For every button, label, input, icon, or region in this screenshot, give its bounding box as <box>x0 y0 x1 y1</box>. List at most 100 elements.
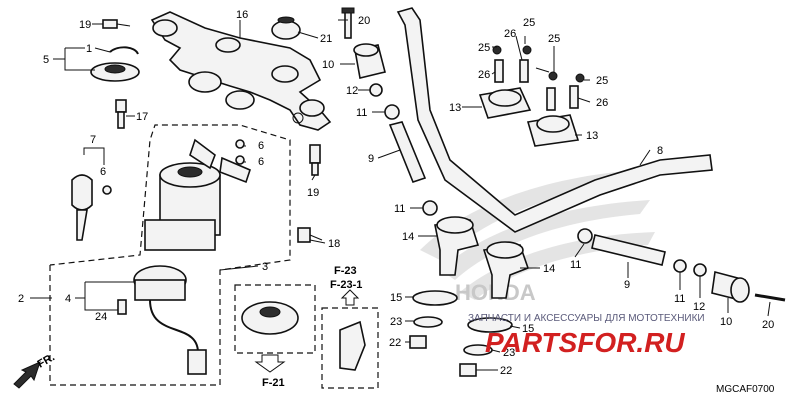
callout-18: 18 <box>328 238 340 250</box>
ring-11-right <box>577 228 593 244</box>
watermark-caption: ЗАПЧАСТИ И АКСЕССУАРЫ ДЛЯ МОТОТЕХНИКИ <box>468 313 705 324</box>
callout-15-right: 15 <box>522 323 534 335</box>
bolt-19-lower <box>309 144 321 176</box>
screw-20-top <box>341 7 355 39</box>
ref-f23-1: F-23-1 <box>330 279 362 291</box>
upper-clamp-13b <box>526 114 580 147</box>
callout-24: 24 <box>95 311 107 323</box>
handlebar-8 <box>396 7 713 233</box>
callout-25-b: 25 <box>478 42 490 54</box>
callout-26-b: 26 <box>478 69 490 81</box>
callout-12-top: 12 <box>346 85 358 97</box>
callout-9-right: 9 <box>624 279 630 291</box>
callout-15-left: 15 <box>390 292 402 304</box>
callout-13-lower: 13 <box>586 130 598 142</box>
stem-nut-5 <box>90 62 140 82</box>
leader-lines <box>30 19 771 371</box>
ref-box-f21 <box>234 284 316 373</box>
callout-25-d: 25 <box>596 75 608 87</box>
callout-25-c: 25 <box>548 33 560 45</box>
bolt-19-top <box>102 19 131 29</box>
nut-22b <box>459 363 477 377</box>
screw-20-right <box>754 293 786 302</box>
washer-25b <box>522 45 532 55</box>
bar-end-weight-10-top <box>353 43 386 79</box>
callout-26-a: 26 <box>504 28 516 40</box>
callout-13-upper: 13 <box>449 102 461 114</box>
callout-20-right: 20 <box>762 319 774 331</box>
callout-16: 16 <box>236 9 248 21</box>
top-bridge <box>150 11 332 131</box>
callout-14-right: 14 <box>543 263 555 275</box>
callout-9-left: 9 <box>368 153 374 165</box>
callout-22-left: 22 <box>389 337 401 349</box>
nut-22a <box>409 335 427 349</box>
bolt-26b <box>519 59 529 83</box>
callout-17: 17 <box>136 111 148 123</box>
bolt-26c <box>546 87 556 111</box>
callout-6-upper: 6 <box>258 140 264 152</box>
washer-6b <box>235 155 245 165</box>
callout-11-far: 11 <box>674 293 685 305</box>
ref-f23: F-23 <box>334 265 357 277</box>
lower-holder-14a <box>434 216 480 276</box>
bolt-26a <box>494 59 504 83</box>
callout-21: 21 <box>320 33 332 45</box>
callout-20-top: 20 <box>358 15 370 27</box>
callout-14-left: 14 <box>402 231 414 243</box>
ring-11-top <box>384 104 400 120</box>
callout-2: 2 <box>18 293 24 305</box>
ref-box-f23 <box>321 289 379 389</box>
diagram-code: MGCAF0700 <box>716 384 775 395</box>
callout-8: 8 <box>657 145 663 157</box>
callout-10-right: 10 <box>720 316 732 328</box>
washer-25c <box>548 71 558 81</box>
callout-10-top: 10 <box>322 59 334 71</box>
screw-24 <box>117 299 127 315</box>
weight-rod-9-right <box>591 234 666 266</box>
callout-19-lower: 19 <box>307 187 319 199</box>
washer-6a <box>235 139 245 149</box>
washer-23a <box>413 316 443 328</box>
callout-25-a: 25 <box>523 17 535 29</box>
key-7 <box>71 174 93 241</box>
callout-12-right: 12 <box>693 301 705 313</box>
callout-11-top: 11 <box>356 107 367 119</box>
bar-end-weight-10-right <box>711 270 750 303</box>
callout-4: 4 <box>65 293 71 305</box>
bolt-17 <box>115 99 127 129</box>
ring-11-far <box>673 259 687 273</box>
front-arrow <box>13 361 41 389</box>
callout-7: 7 <box>90 134 96 146</box>
callout-26-c: 26 <box>596 97 608 109</box>
ring-11-mid <box>422 200 438 216</box>
rubber-15b <box>467 317 513 333</box>
washer-25a <box>492 45 502 55</box>
callout-3: 3 <box>262 261 268 273</box>
callout-6-left: 6 <box>100 166 106 178</box>
callout-23-right: 23 <box>503 347 515 359</box>
ignition-sensor-4 <box>133 265 207 375</box>
bolt-18 <box>297 227 323 243</box>
cap-21 <box>271 16 301 40</box>
callout-11-mid: 11 <box>394 203 405 215</box>
callout-22-right: 22 <box>500 365 512 377</box>
circlip-1 <box>109 46 139 55</box>
upper-clamp-13a <box>478 87 532 119</box>
callout-23-left: 23 <box>390 316 402 328</box>
callout-5: 5 <box>43 54 49 66</box>
callout-labels: 19 1 5 17 16 21 7 6 6 6 19 18 3 2 4 24 2… <box>18 9 774 389</box>
washer-6c <box>102 185 112 195</box>
collar-12-top <box>369 83 383 97</box>
watermark-site: PARTSFOR.RU <box>485 327 685 358</box>
lower-holder-14b <box>482 241 530 299</box>
bolt-26d <box>569 85 579 109</box>
rubber-15a <box>412 290 458 306</box>
callout-6-lower: 6 <box>258 156 264 168</box>
callout-1: 1 <box>86 43 92 55</box>
ref-f21: F-21 <box>262 377 285 389</box>
callout-19-top: 19 <box>79 19 91 31</box>
collar-12-right <box>693 263 707 277</box>
ignition-area-outline <box>49 124 291 386</box>
